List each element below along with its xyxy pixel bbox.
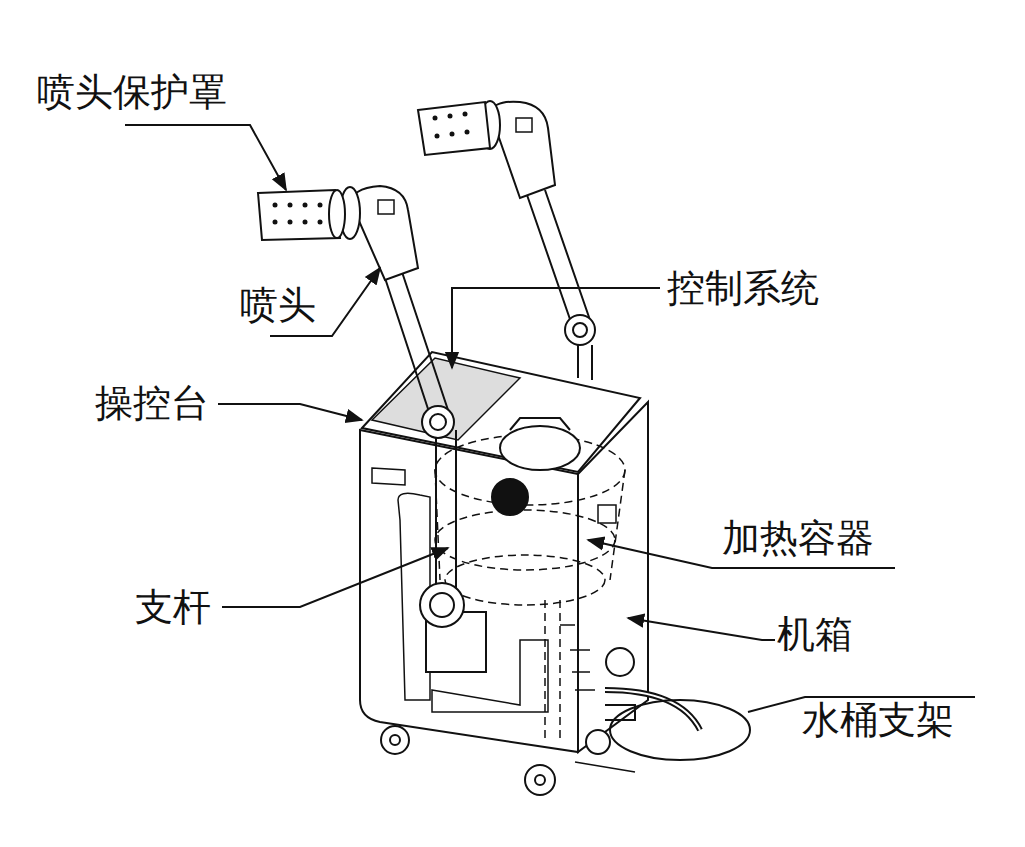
part-label: 支杆 [133, 587, 213, 629]
part-label: 喷头保护罩 [35, 72, 229, 114]
part-label: 加热容器 [720, 518, 876, 560]
part-label: 控制系统 [665, 268, 821, 310]
part-label: 水桶支架 [800, 700, 956, 742]
part-label: 喷头 [238, 285, 318, 327]
part-label: 操控台 [93, 383, 211, 425]
part-label: 机箱 [775, 614, 855, 656]
